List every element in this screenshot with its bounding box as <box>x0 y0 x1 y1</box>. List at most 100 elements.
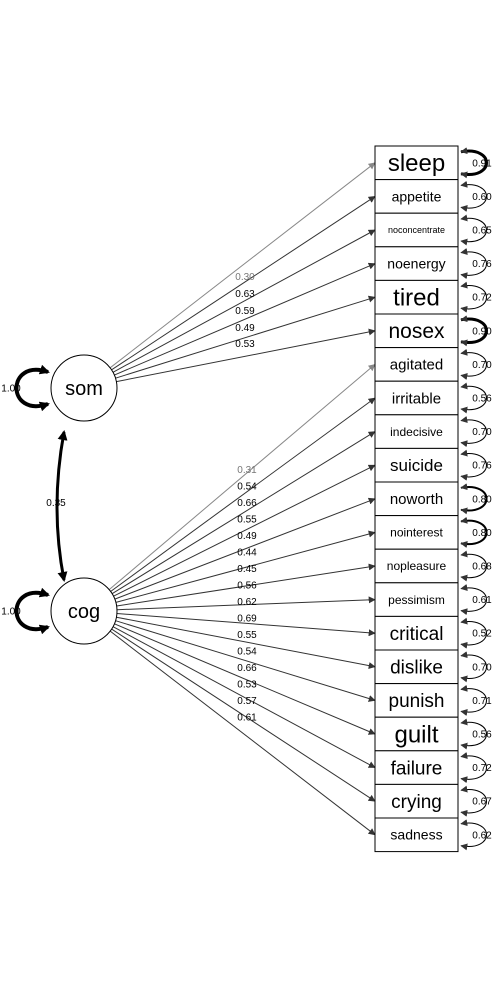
loading-label-som: 0.30 <box>235 272 255 283</box>
indicator-label-nointerest: nointerest <box>390 526 443 540</box>
loading-path-som-tired <box>115 295 376 379</box>
residual-loop-critical <box>460 617 487 649</box>
loading-path-cog-failure <box>112 626 376 769</box>
indicator-box-sleep <box>374 145 459 181</box>
indicator-boxes: sleepappetitenoconcentratenoenergytiredn… <box>374 145 459 853</box>
loading-path-som-appetite <box>111 195 376 371</box>
residual-label-crying: 0.67 <box>472 797 492 808</box>
indicator-box-guilt <box>374 716 459 752</box>
residual-loop-pessimism <box>460 584 487 616</box>
indicator-label-sadness: sadness <box>390 827 442 843</box>
residual-label-indecisive: 0.70 <box>472 427 492 438</box>
loading-path-cog-crying <box>111 628 376 802</box>
residual-loop-tired <box>460 281 487 313</box>
loading-label-som: 0.59 <box>235 306 255 317</box>
indicator-label-pessimism: pessimism <box>388 593 445 607</box>
indicator-label-indecisive: indecisive <box>390 425 443 439</box>
residual-loop-suicide <box>460 449 487 481</box>
residual-loop-nointerest <box>460 516 488 548</box>
loading-label-cog: 0.44 <box>237 548 257 559</box>
indicator-box-tired <box>374 279 459 315</box>
loading-path-cog-irritable <box>110 397 376 592</box>
loading-label-cog: 0.54 <box>237 647 257 658</box>
covariance-label: 0.35 <box>46 498 66 509</box>
loading-label-cog: 0.61 <box>237 713 257 724</box>
residual-label-noworth: 0.80 <box>472 494 492 505</box>
residual-loop-nosex <box>460 315 488 347</box>
loading-path-cog-sadness <box>109 630 376 836</box>
loading-path-cog-agitated <box>108 363 376 591</box>
loading-label-cog: 0.49 <box>237 531 257 542</box>
loading-label-cog: 0.55 <box>237 515 257 526</box>
loading-label-cog: 0.62 <box>237 597 257 608</box>
variance-loop-cog <box>14 587 50 635</box>
indicator-label-noenergy: noenergy <box>387 256 445 272</box>
loading-path-cog-noworth <box>114 497 376 600</box>
residual-label-sadness: 0.62 <box>472 830 492 841</box>
indicator-label-noworth: noworth <box>390 491 443 508</box>
residual-label-pessimism: 0.61 <box>472 595 492 606</box>
indicator-box-sadness <box>374 817 459 853</box>
indicator-box-dislike <box>374 649 459 685</box>
indicator-label-guilt: guilt <box>394 721 438 748</box>
indicator-label-tired: tired <box>393 285 440 312</box>
indicator-box-failure <box>374 750 459 785</box>
loading-path-cog-dislike <box>116 616 376 670</box>
residual-loop-punish <box>460 684 487 716</box>
residual-loop-noworth <box>460 483 488 515</box>
residual-label-noenergy: 0.76 <box>472 259 492 270</box>
indicator-box-noworth <box>374 481 459 517</box>
residual-loop-sleep <box>460 147 488 179</box>
residual-loop-dislike <box>460 651 487 683</box>
loading-path-som-nosex <box>116 328 376 383</box>
loading-label-som: 0.63 <box>235 289 255 300</box>
residual-label-critical: 0.52 <box>472 629 492 640</box>
residual-label-nointerest: 0.80 <box>472 528 492 539</box>
residual-label-noconcentrate: 0.65 <box>472 226 492 237</box>
residual-label-nopleasure: 0.68 <box>472 562 492 573</box>
indicator-box-pessimism <box>374 582 459 617</box>
residual-label-suicide: 0.76 <box>472 461 492 472</box>
loading-path-cog-punish <box>115 620 376 702</box>
residual-loop-appetite <box>460 180 487 212</box>
variance-label-som: 1.00 <box>1 384 21 395</box>
residual-label-irritable: 0.56 <box>472 394 492 405</box>
loading-label-cog: 0.55 <box>237 630 257 641</box>
indicator-label-critical: critical <box>390 624 444 645</box>
loading-path-som-sleep <box>109 162 376 369</box>
indicator-label-crying: crying <box>391 792 442 813</box>
residual-label-guilt: 0.56 <box>472 730 492 741</box>
latent-node-som <box>50 354 118 422</box>
factor-covariance: 0.35 <box>46 430 68 582</box>
residual-label-sleep: 0.91 <box>472 158 492 169</box>
loading-label-cog: 0.31 <box>237 465 257 476</box>
residual-label-punish: 0.71 <box>472 696 492 707</box>
loading-path-cog-pessimism <box>116 596 376 611</box>
loading-label-cog: 0.45 <box>237 564 257 575</box>
indicator-box-agitated <box>374 347 459 382</box>
indicator-label-punish: punish <box>389 691 445 712</box>
indicator-label-nopleasure: nopleasure <box>387 559 447 573</box>
indicator-box-critical <box>374 615 459 651</box>
indicator-label-dislike: dislike <box>390 657 443 678</box>
indicator-label-suicide: suicide <box>390 456 443 475</box>
indicator-box-noenergy <box>374 246 459 281</box>
covariance-arc <box>55 430 68 582</box>
loading-label-cog: 0.66 <box>237 663 257 674</box>
loading-label-cog: 0.66 <box>237 498 257 509</box>
residual-variance-loops: 0.910.600.650.760.720.900.700.560.700.76… <box>460 147 492 851</box>
residual-loop-sadness <box>460 819 487 851</box>
indicator-box-crying <box>374 783 459 819</box>
residual-loop-noenergy <box>460 248 487 280</box>
variance-loop-som <box>14 364 50 412</box>
residual-loop-noconcentrate <box>460 214 487 246</box>
residual-label-appetite: 0.60 <box>472 192 492 203</box>
loading-label-som: 0.53 <box>235 339 255 350</box>
residual-loop-indecisive <box>460 416 487 448</box>
residual-label-nosex: 0.90 <box>472 326 492 337</box>
indicator-box-appetite <box>374 179 459 214</box>
latent-node-cog <box>50 577 118 645</box>
factor-variance-loops: 1.001.00 <box>1 364 50 635</box>
